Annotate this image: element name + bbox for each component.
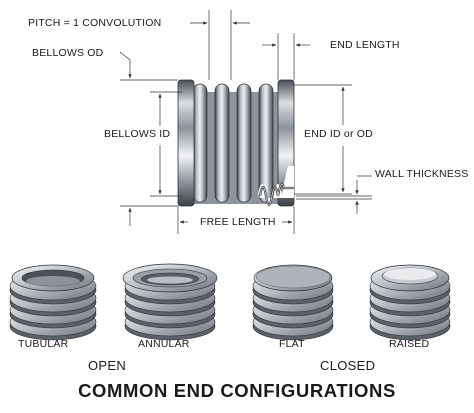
tubular-label: TUBULAR [18, 338, 69, 350]
raised-bellows [369, 264, 451, 341]
closed-group-label: CLOSED [320, 358, 376, 373]
convolution-4 [258, 83, 274, 203]
diagram-title: COMMON END CONFIGURATIONS [78, 380, 396, 401]
annular-bellows [122, 263, 218, 341]
free-length-label: FREE LENGTH [200, 216, 276, 228]
wall-thickness-label: WALL THICKNESS [375, 168, 469, 180]
bellows-od-label: BELLOWS OD [32, 47, 104, 59]
dimension-lines [119, 10, 372, 234]
convolution-1 [192, 83, 208, 203]
convolution-2 [214, 83, 230, 203]
raised-label: RAISED [389, 338, 430, 350]
annular-label: ANNULAR [138, 338, 190, 350]
convolution-3 [236, 83, 252, 203]
tubular-bellows [9, 264, 97, 341]
open-group-label: OPEN [88, 358, 127, 373]
end-configurations [9, 263, 451, 341]
end-id-od-label: END ID or OD [304, 128, 373, 140]
bellows-main-illustration [177, 79, 295, 207]
flat-bellows [252, 264, 334, 341]
flat-label: FLAT [279, 338, 305, 350]
pitch-label: PITCH = 1 CONVOLUTION [28, 17, 162, 29]
bellows-id-label: BELLOWS ID [104, 128, 171, 140]
end-length-label: END LENGTH [330, 39, 400, 51]
